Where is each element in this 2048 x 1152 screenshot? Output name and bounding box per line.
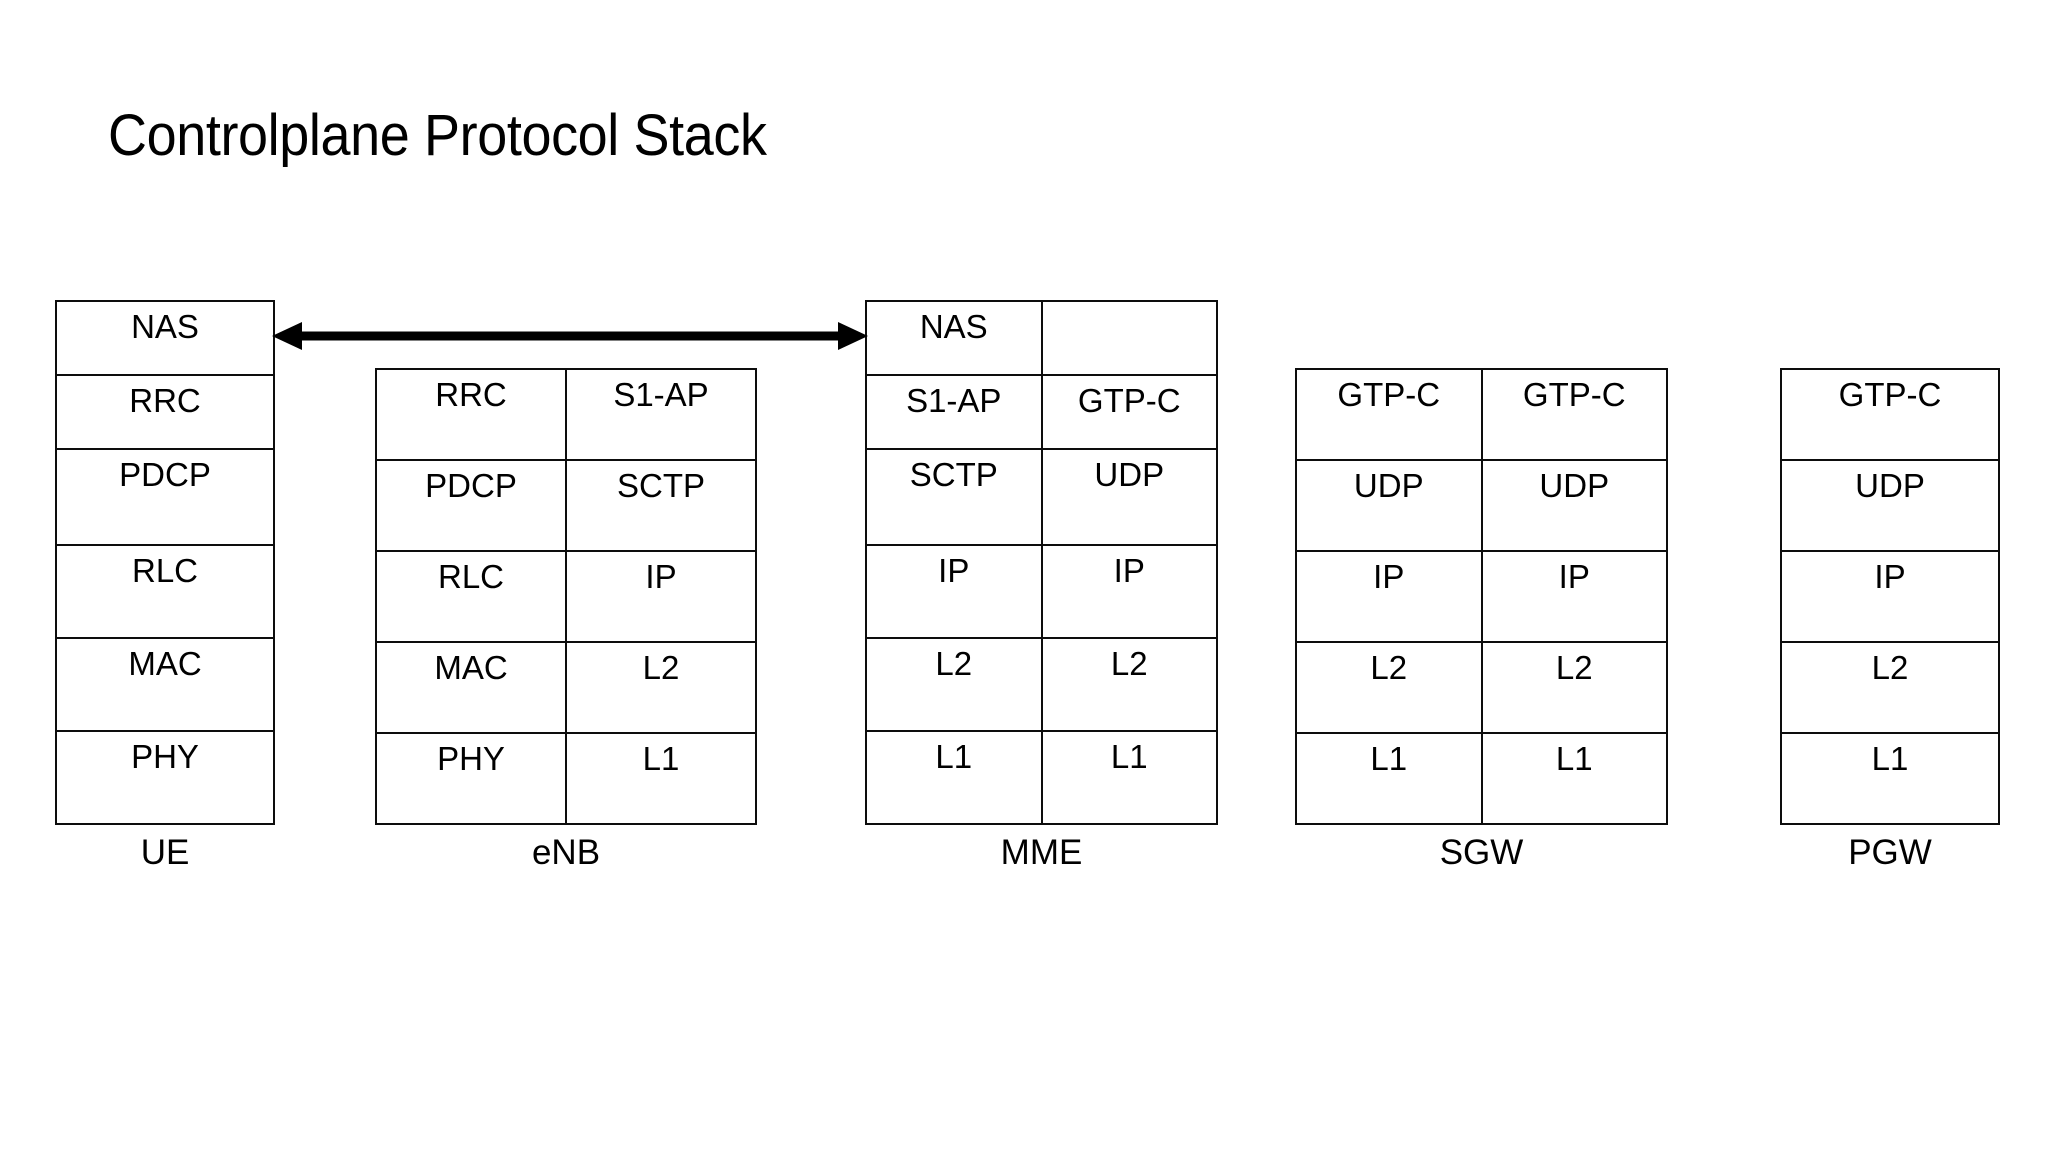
protocol-cell: L2 bbox=[867, 639, 1043, 730]
protocol-cell: MAC bbox=[128, 645, 202, 682]
stack-row: MAC L2 bbox=[377, 643, 755, 734]
stack-row: PDCP SCTP bbox=[377, 461, 755, 552]
stack-row: RRC bbox=[57, 376, 273, 450]
nas-signalling-arrow bbox=[272, 322, 868, 350]
stack-row: L1 L1 bbox=[867, 732, 1216, 823]
protocol-cell: L2 bbox=[1110, 645, 1148, 682]
protocol-cell: L2 bbox=[642, 649, 680, 686]
protocol-cell: L1 bbox=[1871, 740, 1909, 777]
stack-row: IP bbox=[1782, 552, 1998, 643]
protocol-stack-mme: NAS S1-AP GTP-C SCTP UDP IP IP L2 L2 L1 … bbox=[865, 300, 1218, 825]
stack-row: PHY L1 bbox=[377, 734, 755, 823]
stack-row: L2 L2 bbox=[867, 639, 1216, 732]
protocol-stack-ue: NAS RRC PDCP RLC MAC PHY bbox=[55, 300, 275, 825]
stack-row: RLC bbox=[57, 546, 273, 639]
protocol-cell: L2 bbox=[1297, 643, 1483, 732]
protocol-cell: UDP bbox=[1539, 467, 1610, 504]
protocol-cell: IP bbox=[1558, 558, 1590, 595]
stack-caption-sgw: SGW bbox=[1439, 833, 1524, 872]
protocol-cell: PHY bbox=[131, 738, 199, 775]
page-title: Controlplane Protocol Stack bbox=[108, 103, 767, 168]
stack-caption-pgw: PGW bbox=[1848, 833, 1932, 872]
protocol-cell: L2 bbox=[1555, 649, 1593, 686]
stack-caption-enb: eNB bbox=[531, 833, 601, 872]
stack-row: UDP bbox=[1782, 461, 1998, 552]
protocol-cell: PHY bbox=[377, 734, 567, 823]
protocol-cell-empty bbox=[1043, 302, 1217, 374]
protocol-cell: MAC bbox=[377, 643, 567, 732]
stack-row: L2 L2 bbox=[1297, 643, 1666, 734]
protocol-cell: RLC bbox=[131, 552, 199, 589]
protocol-cell: IP bbox=[645, 558, 677, 595]
protocol-cell: PDCP bbox=[377, 461, 567, 550]
stack-caption-ue: UE bbox=[140, 833, 190, 872]
protocol-cell: L1 bbox=[1555, 740, 1593, 777]
protocol-cell: GTP-C bbox=[1077, 382, 1181, 419]
protocol-stack-enb: RRC S1-AP PDCP SCTP RLC IP MAC L2 PHY L1 bbox=[375, 368, 757, 825]
stack-row: S1-AP GTP-C bbox=[867, 376, 1216, 450]
stack-caption-mme: MME bbox=[1000, 833, 1083, 872]
protocol-cell: RLC bbox=[377, 552, 567, 641]
protocol-stack-pgw: GTP-C UDP IP L2 L1 bbox=[1780, 368, 2000, 825]
protocol-cell: GTP-C bbox=[1838, 376, 1942, 413]
protocol-cell: L2 bbox=[1871, 649, 1909, 686]
stack-row: IP IP bbox=[1297, 552, 1666, 643]
protocol-cell: IP bbox=[1113, 552, 1145, 589]
protocol-cell: S1-AP bbox=[613, 376, 709, 413]
stack-row: PHY bbox=[57, 732, 273, 823]
stack-row: L1 bbox=[1782, 734, 1998, 823]
protocol-cell: UDP bbox=[1094, 456, 1165, 493]
stack-row: L2 bbox=[1782, 643, 1998, 734]
stack-row: IP IP bbox=[867, 546, 1216, 639]
stack-row: GTP-C bbox=[1782, 370, 1998, 461]
protocol-cell: UDP bbox=[1297, 461, 1483, 550]
protocol-cell: NAS bbox=[867, 302, 1043, 374]
protocol-cell: L1 bbox=[642, 740, 680, 777]
protocol-cell: GTP-C bbox=[1297, 370, 1483, 459]
protocol-cell: SCTP bbox=[867, 450, 1043, 544]
stack-row: L1 L1 bbox=[1297, 734, 1666, 823]
protocol-cell: RRC bbox=[129, 382, 201, 419]
protocol-cell: IP bbox=[1874, 558, 1906, 595]
stack-row: MAC bbox=[57, 639, 273, 732]
stack-row: NAS bbox=[57, 302, 273, 376]
stack-row: RLC IP bbox=[377, 552, 755, 643]
protocol-cell: PDCP bbox=[119, 456, 211, 493]
stack-row: SCTP UDP bbox=[867, 450, 1216, 546]
protocol-cell: L1 bbox=[1297, 734, 1483, 823]
protocol-cell: UDP bbox=[1855, 467, 1925, 504]
protocol-cell: L1 bbox=[1110, 738, 1148, 775]
protocol-cell: IP bbox=[867, 546, 1043, 637]
stack-row: NAS bbox=[867, 302, 1216, 376]
protocol-cell: GTP-C bbox=[1522, 376, 1626, 413]
stack-row: RRC S1-AP bbox=[377, 370, 755, 461]
protocol-cell: NAS bbox=[131, 308, 199, 345]
protocol-cell: RRC bbox=[377, 370, 567, 459]
protocol-cell: L1 bbox=[867, 732, 1043, 823]
stack-row: GTP-C GTP-C bbox=[1297, 370, 1666, 461]
stack-row: PDCP bbox=[57, 450, 273, 546]
stack-row: UDP UDP bbox=[1297, 461, 1666, 552]
protocol-cell: S1-AP bbox=[867, 376, 1043, 448]
protocol-cell: SCTP bbox=[616, 467, 705, 504]
protocol-stack-sgw: GTP-C GTP-C UDP UDP IP IP L2 L2 L1 L1 bbox=[1295, 368, 1668, 825]
protocol-cell: IP bbox=[1297, 552, 1483, 641]
